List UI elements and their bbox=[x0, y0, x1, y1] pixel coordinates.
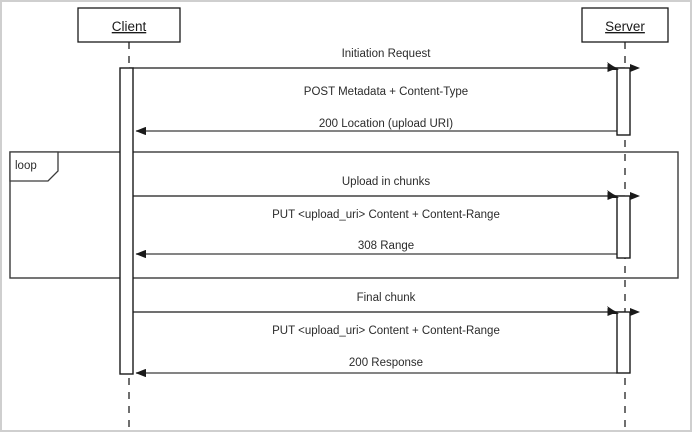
activation-bar-server-1[interactable] bbox=[616, 67, 631, 136]
activation-bar-server-2[interactable] bbox=[616, 195, 631, 259]
message-label-upload-in-chunks: Upload in chunks bbox=[342, 176, 430, 188]
message-200-response[interactable]: 200 Response bbox=[135, 357, 617, 377]
arrowhead-overlays bbox=[136, 64, 640, 377]
message-200-location-label: 200 Location (upload URI) bbox=[319, 118, 453, 130]
loop-fragment-tab bbox=[9, 151, 59, 182]
loop-fragment-frame bbox=[9, 151, 679, 279]
message-label-initiation-request: Initiation Request bbox=[342, 48, 432, 60]
arrowhead-put-chunk bbox=[630, 192, 640, 200]
participant-server-box bbox=[581, 7, 669, 43]
participant-client[interactable]: Client bbox=[77, 7, 181, 43]
message-200-response-label: 200 Response bbox=[349, 357, 423, 369]
message-put-final[interactable]: PUT <upload_uri> Content + Content-Range bbox=[133, 308, 618, 337]
arrowhead-terminator-server-2 bbox=[607, 190, 619, 198]
arrowhead-200-response bbox=[136, 369, 146, 377]
message-put-final-label: PUT <upload_uri> Content + Content-Range bbox=[272, 325, 500, 337]
loop-fragment-label: loop bbox=[15, 160, 37, 172]
arrowhead-200-location bbox=[136, 127, 146, 135]
arrowhead-308-range bbox=[136, 250, 146, 258]
loop-fragment[interactable]: loop bbox=[9, 151, 679, 279]
message-post-metadata[interactable]: POST Metadata + Content-Type bbox=[133, 64, 618, 98]
arrowhead-terminator-server-1 bbox=[607, 62, 619, 70]
arrowhead-post-metadata bbox=[630, 64, 640, 72]
participant-server[interactable]: Server bbox=[581, 7, 669, 43]
message-post-metadata-label: POST Metadata + Content-Type bbox=[304, 86, 468, 98]
message-200-location[interactable]: 200 Location (upload URI) bbox=[135, 118, 617, 135]
arrowhead-terminators bbox=[607, 62, 619, 314]
participant-client-box bbox=[77, 7, 181, 43]
arrowhead-put-final bbox=[630, 308, 640, 316]
activation-bar-client[interactable] bbox=[119, 67, 134, 375]
message-308-range-label: 308 Range bbox=[358, 240, 414, 252]
message-put-chunk-label: PUT <upload_uri> Content + Content-Range bbox=[272, 209, 500, 221]
message-308-range[interactable]: 308 Range bbox=[135, 240, 617, 258]
message-put-chunk[interactable]: PUT <upload_uri> Content + Content-Range bbox=[133, 192, 618, 221]
participant-server-label: Server bbox=[605, 19, 645, 34]
participant-client-label: Client bbox=[112, 19, 147, 34]
message-label-final-chunk: Final chunk bbox=[357, 292, 416, 304]
arrowhead-terminator-server-3 bbox=[607, 306, 619, 314]
activation-bar-server-3[interactable] bbox=[616, 311, 631, 374]
